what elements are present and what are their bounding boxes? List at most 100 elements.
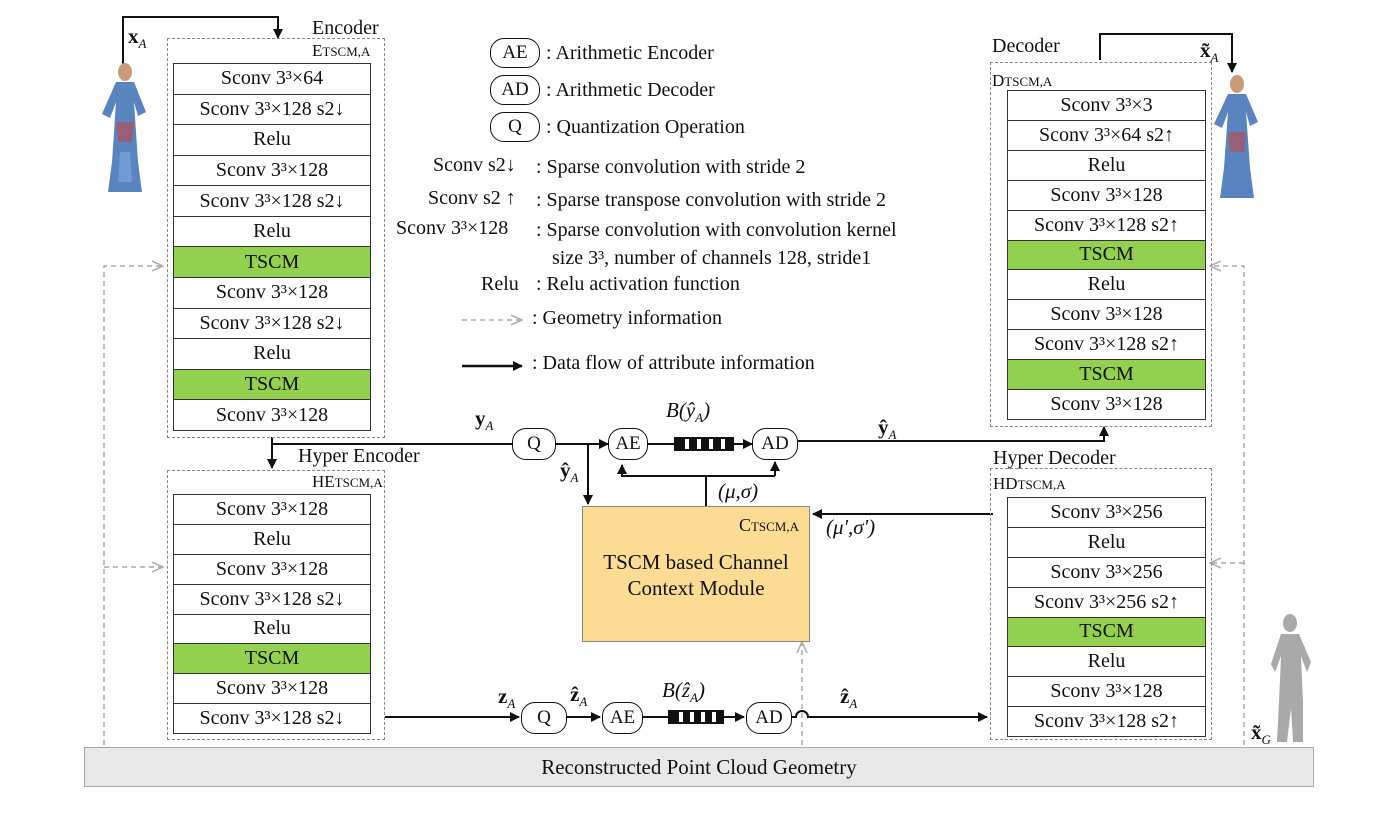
encoder-layer: Relu [174,217,370,248]
encoder-layer: Sconv 3³×128 [174,278,370,309]
arithmetic-decoder-top: AD [752,428,798,460]
legend-ad-badge: AD [490,75,540,105]
encoder-layer: TSCM [174,369,370,401]
encoder-layer: Relu [174,125,370,156]
hyper-encoder-layer: Sconv 3³×128 s2↓ [199,707,345,730]
legend-sconv-down-text: : Sparse convolution with stride 2 [536,156,806,178]
hyper-decoder-block [990,468,1212,740]
arithmetic-decoder-bottom: AD [746,702,792,734]
context-name: CTSCM,A [738,515,799,535]
decoder-title: Decoder [992,35,1060,57]
legend-sconv-up-key: Sconv s2 ↑ [428,187,516,209]
label-mu-sigma-prime: (μ',σ') [826,515,876,539]
arithmetic-encoder-bottom: AE [602,702,643,734]
label-y-a: yA [475,406,494,434]
decoder-name: DTSCM,A [992,71,1053,90]
encoder-title: Encoder [312,17,379,39]
output-arrow [1099,33,1237,73]
encoder-block [167,38,385,438]
label-z-hat-left: ẑA [570,682,588,710]
hyper-encoder-name: HETSCM,A [312,472,383,491]
legend-sconv-kernel-text: : Sparse convolution with convolution ke… [536,219,897,241]
hyper-encoder-layer: Relu [174,615,370,645]
legend-ae-text: : Arithmetic Encoder [546,42,714,64]
arithmetic-encoder-top: AE [608,428,648,460]
latent-line [271,437,512,445]
label-b-y: B(ŷA) [666,398,711,426]
encoder-layer: Sconv 3³×64 [174,64,370,95]
decoder-layer: Sconv 3³×128 [1050,393,1163,416]
decoder-layer: Sconv 3³×128 s2↑ [1008,330,1205,361]
context-line2: Context Module [627,576,765,600]
encoder-layer: Sconv 3³×128 s2↓ [174,309,370,340]
hyper-encoder-layer: Sconv 3³×128 [174,555,370,585]
hyper-decoder-title: Hyper Decoder [993,447,1116,469]
label-x-tilde-a: x̃A [1200,38,1219,66]
hyper-decoder-layer: Sconv 3³×256 [1008,498,1205,528]
bitstream-bottom [668,710,724,724]
encoder-layer: Sconv 3³×128 [174,156,370,187]
context-line1: TSCM based Channel [603,550,789,574]
legend-dataflow-text: : Data flow of attribute information [532,352,815,374]
label-z-hat-right: ẑA [840,684,858,712]
legend-ad-text: : Arithmetic Decoder [546,79,715,101]
label-z-a: zA [498,684,516,712]
reconstructed-geometry-bar: Reconstructed Point Cloud Geometry [84,747,1314,787]
hyper-encoder-title: Hyper Encoder [298,445,420,467]
quantizer-bottom: Q [521,702,567,734]
decoder-layer: Sconv 3³×64 s2↑ [1008,121,1205,151]
hyper-decoder-layer: Relu [1008,528,1205,558]
bitstream-top [674,437,734,451]
decoder-layer: TSCM [1008,240,1205,271]
encoder-layer: TSCM [174,247,370,279]
label-b-z: B(ẑA) [662,678,705,706]
encoder-layer: Sconv 3³×128 s2↓ [174,95,370,126]
hyper-decoder-layer: Sconv 3³×128 [1008,677,1205,708]
decoder-layer: Relu [1008,151,1205,181]
legend-relu-text: : Relu activation function [536,273,740,295]
label-y-hat-right: ŷA [878,415,897,443]
hyper-encoder-block [167,470,385,740]
encoder-name: ETSCM,A [312,41,371,60]
legend-sconv-down-key: Sconv s2↓ [433,154,516,176]
input-point-cloud-figure [102,63,146,192]
decoder-layer: TSCM [1008,360,1205,391]
hyper-encoder-layer: TSCM [174,644,370,675]
decoder-layer: Relu [1008,270,1205,301]
hyper-encoder-layer: Relu [174,525,370,555]
label-mu-sigma: (μ,σ) [718,479,759,503]
decoder-block [990,62,1212,427]
input-arrow [122,16,283,70]
legend-geometry-text: : Geometry information [532,307,722,329]
decoder-layer: Sconv 3³×128 [1008,300,1205,331]
legend-q-badge: Q [490,112,540,142]
decoder-layer: Sconv 3³×128 s2↑ [1008,211,1205,241]
legend-sconv-kernel-key: Sconv 3³×128 [396,217,509,239]
hyper-decoder-layer: Relu [1008,647,1205,678]
legend-ae-badge: AE [490,38,540,68]
geometry-silhouette-figure [1271,614,1311,742]
reconstructed-point-cloud-figure [1214,75,1258,198]
label-x-tilde-g: x̃G [1251,720,1271,748]
decoder-layer: Sconv 3³×128 [1008,181,1205,211]
hyper-encoder-layer: Sconv 3³×128 [174,495,370,525]
channel-context-module: CTSCM,A TSCM based Channel Context Modul… [582,506,810,642]
legend-sconv-kernel-text2: size 3³, number of channels 128, stride1 [552,247,872,269]
decoder-layer: Sconv 3³×3 [1008,91,1205,121]
encoder-layer: Sconv 3³×128 [215,403,329,426]
legend-relu-key: Relu [481,273,519,295]
legend-sconv-up-text: : Sparse transpose convolution with stri… [536,189,886,211]
label-x-a: xA [128,24,147,52]
hyper-decoder-layer: Sconv 3³×256 [1008,558,1205,588]
hyper-decoder-name: HDTSCM,A [993,474,1066,493]
hyper-decoder-layer: Sconv 3³×128 s2↑ [1033,710,1180,733]
hyper-encoder-layer: Sconv 3³×128 s2↓ [174,585,370,615]
hyper-decoder-layer: TSCM [1008,617,1205,648]
encoder-layer: Relu [174,339,370,370]
hyper-decoder-layer: Sconv 3³×256 s2↑ [1008,588,1205,618]
hyper-encoder-layer: Sconv 3³×128 [174,674,370,705]
